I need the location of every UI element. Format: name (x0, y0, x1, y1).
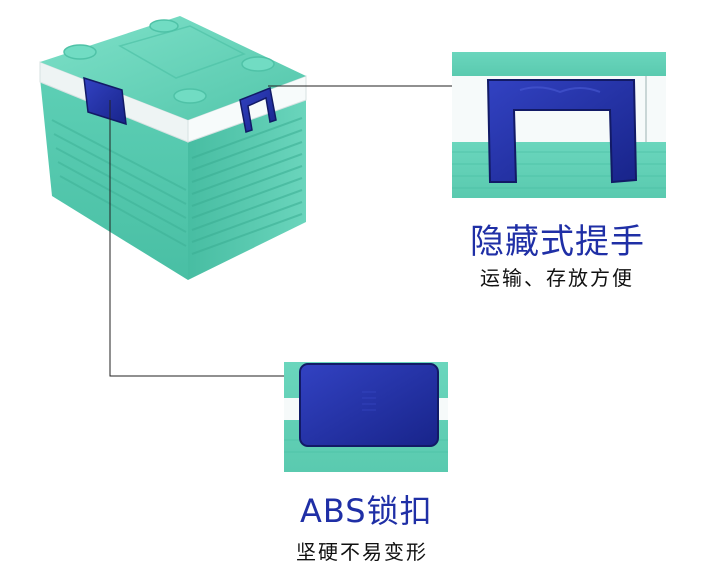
cooler-box-illustration (39, 16, 307, 280)
handle-feature-subtitle: 运输、存放方便 (480, 266, 634, 290)
abs-latch-closeup (284, 362, 448, 472)
handle-feature-title: 隐藏式提手 (470, 222, 645, 262)
latch-feature-subtitle: 坚硬不易变形 (296, 540, 428, 564)
latch-feature-title: ABS锁扣 (300, 492, 433, 530)
hidden-handle-closeup (452, 52, 666, 198)
connector-lines (109, 85, 452, 377)
